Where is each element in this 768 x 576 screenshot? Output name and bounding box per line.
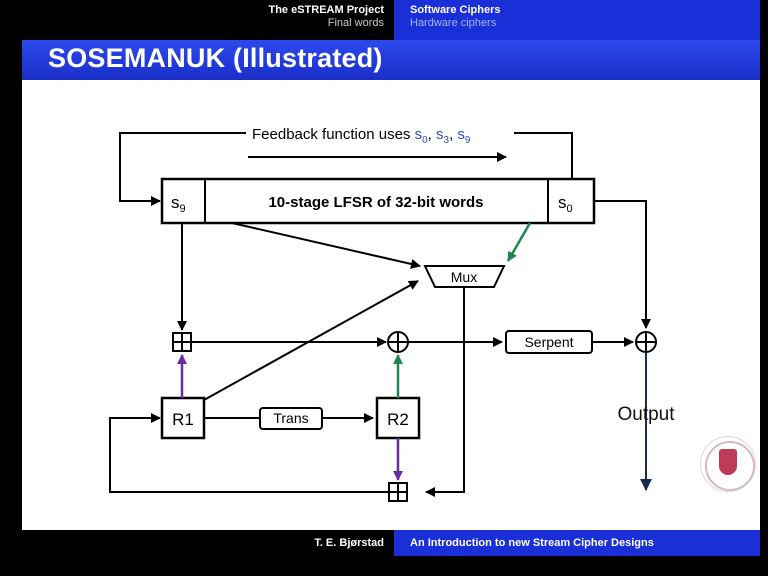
serpent-label: Serpent <box>524 334 573 350</box>
feedback-caption: Feedback function uses s0, s3, s9 <box>252 126 471 146</box>
s0-line <box>594 200 651 329</box>
bottom-modular-adder <box>388 482 408 502</box>
lfsr-label: 10-stage LFSR of 32-bit words <box>268 194 483 211</box>
trans-label: Trans <box>273 410 308 426</box>
top-modular-adder <box>172 332 192 352</box>
lfsr-register: s9 10-stage LFSR of 32-bit words s0 <box>160 177 596 225</box>
r2-register: R2 <box>375 396 421 440</box>
lfsr-cell-s9: s9 <box>171 193 186 215</box>
lfsr-cell-s0: s0 <box>558 193 573 215</box>
feedback-line-right <box>514 132 573 178</box>
header-topic-next: Hardware ciphers <box>410 17 497 29</box>
middle-xor <box>387 331 409 353</box>
r2-label: R2 <box>387 410 409 429</box>
logo-shield <box>719 449 737 475</box>
slide-canvas <box>22 0 760 556</box>
s3-to-mux-arrow <box>506 222 532 262</box>
header-subsection: Final words <box>327 17 384 29</box>
header-topic-active: Software Ciphers <box>410 4 501 16</box>
feedback-line-left <box>119 132 246 206</box>
header-section-panel: The eSTREAM Project Final words <box>22 0 394 40</box>
output-xor <box>635 331 657 353</box>
adder-to-r1-feedback <box>109 413 389 493</box>
slide-header: The eSTREAM Project Final words Software… <box>22 0 760 40</box>
university-logo <box>700 436 756 492</box>
slide-footer: T. E. Bjørstad An Introduction to new St… <box>22 530 760 556</box>
header-section: The eSTREAM Project <box>268 4 384 16</box>
output-label: Output <box>617 404 675 425</box>
slide-title-bar: SOSEMANUK (Illustrated) <box>22 40 760 80</box>
r1-label: R1 <box>172 410 194 429</box>
r1-register: R1 <box>160 396 206 440</box>
footer-author: T. E. Bjørstad <box>22 530 394 556</box>
r1-to-mux-arrow <box>203 280 419 401</box>
mux-label: Mux <box>451 269 477 285</box>
slide-title: SOSEMANUK (Illustrated) <box>48 43 383 73</box>
mux-output-line <box>425 287 465 497</box>
header-topic-panel: Software Ciphers Hardware ciphers <box>394 0 760 40</box>
logo-ring <box>705 441 755 491</box>
footer-talk-title: An Introduction to new Stream Cipher Des… <box>394 530 760 556</box>
mux-block: Mux <box>423 265 506 288</box>
trans-block: Trans <box>259 407 323 430</box>
lfsr-to-mux-arrow <box>231 222 421 269</box>
serpent-block: Serpent <box>505 330 593 354</box>
